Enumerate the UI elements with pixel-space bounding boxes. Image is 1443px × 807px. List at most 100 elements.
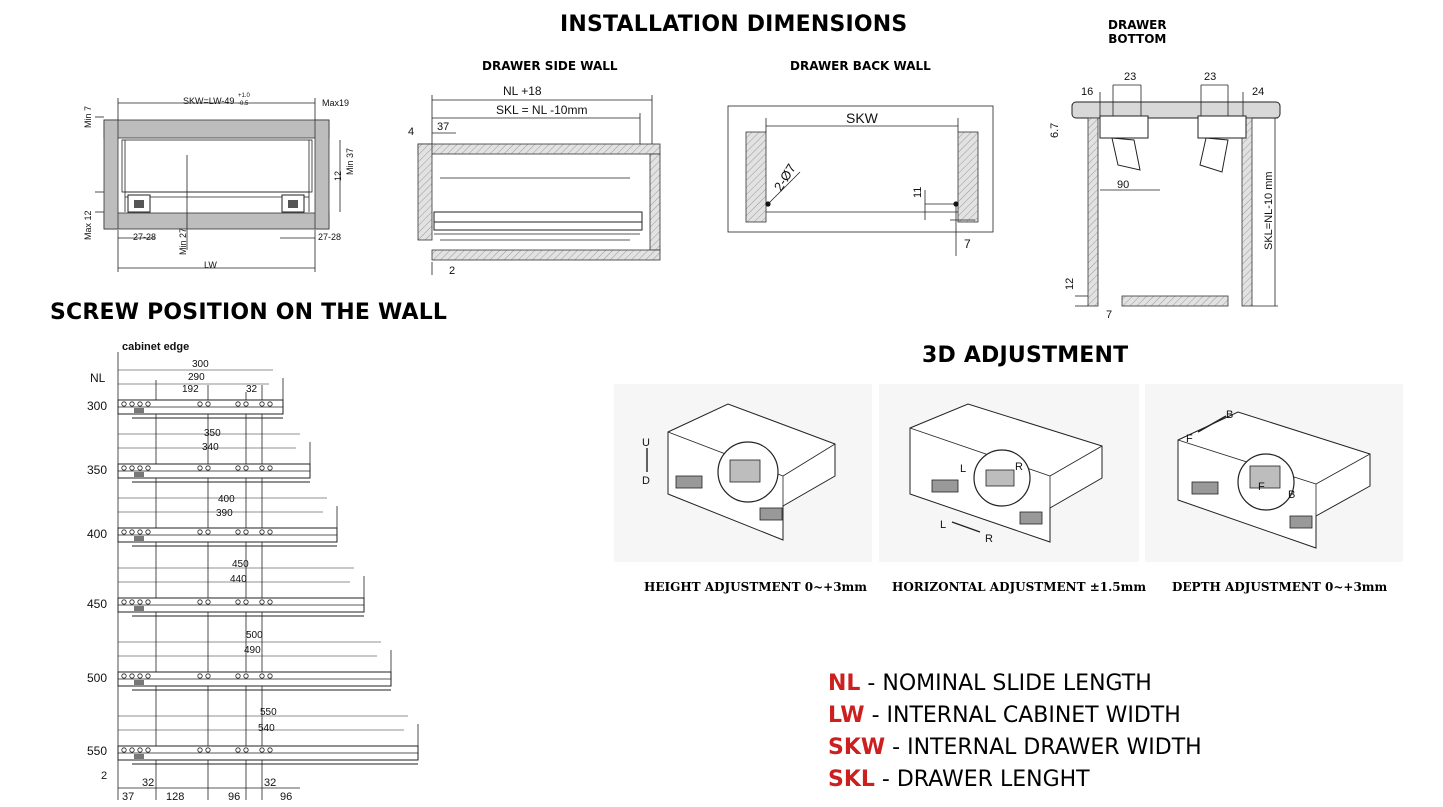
slide-profile	[117, 715, 419, 765]
slide-profile	[117, 567, 365, 617]
dim-12-label: 12	[333, 171, 343, 181]
dim-550-a: 550	[260, 707, 277, 718]
legend-text: - INTERNAL CABINET WIDTH	[864, 703, 1181, 728]
dim-11-label: 11	[912, 187, 924, 198]
slide-profile	[117, 369, 284, 419]
slide-nl-550: 550	[87, 744, 107, 758]
left-arrow-label: L	[940, 519, 946, 531]
legend-row-skw: SKW - INTERNAL DRAWER WIDTH	[828, 732, 1202, 764]
slide-nl-400: 400	[87, 527, 107, 541]
slide-rows	[117, 369, 419, 765]
dim-500-b: 490	[244, 645, 261, 656]
min27-label: Min 27	[178, 228, 188, 255]
side-wall-diagram	[417, 95, 661, 275]
dim-550-b: 540	[258, 723, 275, 734]
front-zoom-label: F	[1258, 481, 1265, 493]
dim-500-a: 500	[246, 630, 263, 641]
drawer-bottom-label-line1: DRAWER	[1108, 18, 1167, 32]
dim-2-label: 2	[449, 265, 455, 277]
dim-300-a: 300	[192, 359, 209, 370]
depth-adjustment-panel	[1145, 384, 1403, 562]
back-label: B	[1226, 409, 1233, 421]
dim-4-label: 4	[408, 126, 414, 138]
legend-text: - DRAWER LENGHT	[874, 767, 1090, 792]
legend-key: NL	[828, 671, 861, 696]
drawer-bottom-label-line2: BOTTOM	[1108, 32, 1167, 46]
dim-350-b: 340	[202, 442, 219, 453]
slide-profile	[117, 641, 392, 691]
front-label: F	[1186, 433, 1193, 445]
height-adjustment-caption: HEIGHT ADJUSTMENT 0~+3mm	[644, 580, 867, 594]
skl-label: SKL = NL -10mm	[496, 103, 587, 117]
dim-27-28-left: 27-28	[133, 232, 156, 242]
3d-adjustment-title: 3D ADJUSTMENT	[922, 343, 1129, 368]
right-label: R	[1015, 461, 1023, 473]
drawer-side-wall-label: DRAWER SIDE WALL	[482, 59, 618, 73]
dim-24-label: 24	[1252, 86, 1264, 98]
dim-96-right: 96	[280, 791, 292, 803]
min7-label: Min 7	[83, 106, 93, 128]
legend-row-nl: NL - NOMINAL SLIDE LENGTH	[828, 668, 1202, 700]
tolerance-minus: -0.5	[238, 101, 249, 107]
abbreviation-legend: NL - NOMINAL SLIDE LENGTH LW - INTERNAL …	[828, 668, 1202, 796]
dim-2-screw: 2	[101, 770, 107, 782]
legend-row-lw: LW - INTERNAL CABINET WIDTH	[828, 700, 1202, 732]
dim-300-d: 32	[246, 384, 258, 395]
skw-formula-label: SKW=LW-49	[183, 96, 234, 106]
nl18-label: NL +18	[503, 84, 542, 98]
drawer-back-wall-label: DRAWER BACK WALL	[790, 59, 931, 73]
dim-32-right: 32	[264, 777, 276, 789]
down-label: D	[642, 475, 650, 487]
installation-dimensions-title: INSTALLATION DIMENSIONS	[560, 12, 908, 37]
cabinet-edge-label: cabinet edge	[122, 341, 189, 353]
skl-bottom-label: SKL=NL-10 mm	[1263, 171, 1275, 250]
drawer-bottom-label: DRAWER BOTTOM	[1108, 18, 1167, 46]
skw-label: SKW	[846, 110, 879, 126]
slide-row-labels: 300 350 400 450 500 550 300 290 192 32 3…	[87, 359, 292, 803]
slide-nl-450: 450	[87, 597, 107, 611]
tolerance-plus: +1.0	[238, 93, 251, 99]
dim-23-right: 23	[1204, 71, 1216, 83]
legend-text: - INTERNAL DRAWER WIDTH	[885, 735, 1202, 760]
dim-400-b: 390	[216, 508, 233, 519]
back-wall-diagram	[727, 105, 994, 256]
dim-300-b: 290	[188, 372, 205, 383]
dim-350-a: 350	[204, 428, 221, 439]
back-zoom-label: B	[1288, 489, 1295, 501]
dim-300-c: 192	[182, 384, 199, 395]
right-arrow-label: R	[985, 533, 993, 545]
height-adjustment-panel	[614, 384, 872, 562]
up-label: U	[642, 437, 650, 449]
dim-6-7-label: 6.7	[1049, 123, 1061, 138]
dim-32-left: 32	[142, 777, 154, 789]
depth-adjustment-caption: DEPTH ADJUSTMENT 0~+3mm	[1172, 580, 1388, 594]
legend-key: SKW	[828, 735, 886, 760]
legend-row-skl: SKL - DRAWER LENGHT	[828, 764, 1202, 796]
horizontal-adjustment-panel	[879, 384, 1139, 562]
max12-label: Max 12	[83, 210, 93, 240]
slide-nl-300: 300	[87, 399, 107, 413]
nl-column-header: NL	[90, 371, 106, 385]
legend-key: LW	[828, 703, 865, 728]
dim-400-a: 400	[218, 494, 235, 505]
dim-7-label: 7	[964, 237, 971, 251]
dim-7-bottom-label: 7	[1106, 309, 1112, 321]
dim-16-label: 16	[1081, 86, 1093, 98]
dim-12-bottom-label: 12	[1064, 278, 1076, 290]
dim-450-a: 450	[232, 559, 249, 570]
slide-profile	[117, 433, 311, 483]
dim-96-left: 96	[228, 791, 240, 803]
cabinet-section-diagram	[95, 98, 341, 272]
slide-nl-500: 500	[87, 671, 107, 685]
dim-450-b: 440	[230, 574, 247, 585]
slide-nl-350: 350	[87, 463, 107, 477]
dim-90-label: 90	[1117, 179, 1129, 191]
max19-label: Max19	[322, 98, 349, 108]
dim-37-label: 37	[437, 121, 449, 133]
lw-label: LW	[204, 260, 217, 270]
legend-key: SKL	[828, 767, 875, 792]
screw-position-title: SCREW POSITION ON THE WALL	[50, 300, 448, 325]
dim-37-screw: 37	[122, 791, 134, 803]
drawer-bottom-diagram	[1071, 84, 1281, 307]
